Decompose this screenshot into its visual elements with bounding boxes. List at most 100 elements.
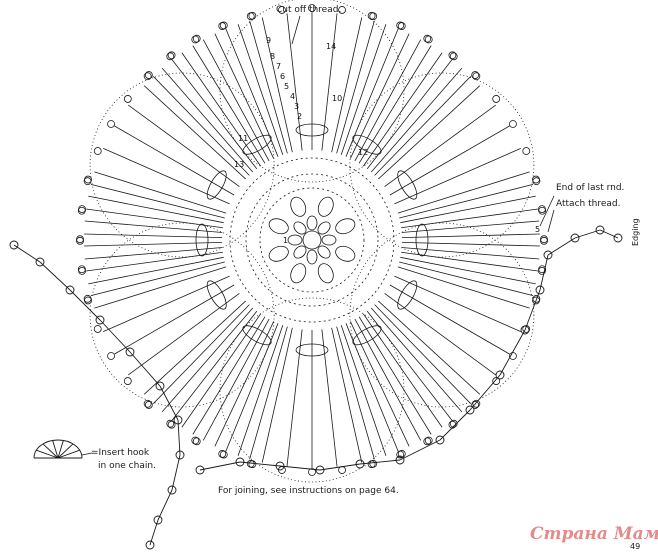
stitch-line	[321, 329, 338, 467]
fan-stitch	[57, 443, 74, 459]
picot	[167, 51, 176, 60]
round-number-8: 8	[270, 52, 276, 61]
stitch-line	[286, 329, 303, 467]
end-round-leader	[539, 195, 555, 227]
edging-chain	[547, 237, 576, 256]
stitch-line	[374, 76, 472, 176]
stitch-line	[161, 307, 254, 413]
inner-petal	[317, 263, 334, 284]
stitch-line	[181, 52, 261, 167]
stitch-line	[84, 233, 223, 239]
edging-chain	[319, 463, 361, 471]
edging-cell	[9, 240, 19, 250]
stitch-line	[336, 20, 375, 154]
stitch-line	[84, 247, 223, 260]
picot	[107, 120, 115, 128]
picot	[78, 205, 86, 213]
stitch-line	[237, 24, 284, 155]
stitch-line	[340, 24, 387, 155]
picot	[218, 450, 227, 458]
insert-hook-label: =Insert hook	[91, 448, 150, 458]
edging-chart	[9, 225, 623, 550]
picot	[449, 419, 458, 428]
picot	[423, 437, 432, 446]
edging-cell	[173, 415, 183, 425]
edging-cell	[535, 285, 545, 295]
label-leader-lines	[81, 15, 555, 456]
stitch-line	[214, 33, 275, 159]
round-number-13: 13	[234, 160, 245, 169]
edging-cell	[153, 515, 163, 525]
picot	[424, 35, 433, 44]
attach-leader	[547, 209, 555, 233]
picot	[144, 71, 153, 79]
inner-petal	[317, 196, 334, 217]
inner-petal	[335, 218, 356, 235]
cut-off-leader	[291, 15, 301, 45]
inner-petal	[268, 218, 289, 235]
stitch-line	[192, 316, 266, 435]
insert-hook-leader	[81, 452, 93, 456]
edging-chain	[599, 229, 619, 239]
edging-cell	[520, 325, 530, 335]
picot	[448, 51, 457, 60]
pineapple-band	[242, 134, 272, 155]
stitch-line	[377, 300, 481, 395]
pineapple-band	[206, 280, 227, 310]
edging-chain	[171, 454, 181, 491]
pineapple-band	[397, 280, 418, 310]
fan-arc	[33, 439, 83, 459]
edging-chain	[199, 461, 241, 471]
stitch-line	[358, 316, 432, 435]
center-petal	[317, 221, 331, 235]
edging-cell	[465, 405, 475, 415]
edging-cell	[95, 315, 105, 325]
stitch-line	[389, 125, 510, 196]
stitch-line	[114, 284, 235, 355]
edging-chain	[399, 439, 441, 461]
picot	[93, 147, 102, 155]
stitch-line	[354, 39, 422, 162]
stitch-line	[389, 284, 510, 355]
picot	[492, 95, 501, 103]
round-ring	[229, 157, 395, 323]
edging-chain	[539, 254, 549, 291]
stitch-line	[143, 85, 247, 180]
picot	[471, 401, 480, 409]
stitch-line	[363, 313, 443, 428]
edging-chain	[439, 409, 471, 441]
picot	[449, 52, 458, 61]
picot	[76, 235, 84, 244]
pineapple-band	[352, 134, 382, 155]
pineapple-band	[295, 123, 329, 137]
pineapple-band	[242, 325, 272, 346]
stitch-line	[249, 20, 288, 154]
picot	[123, 377, 132, 385]
edging-chain	[99, 319, 131, 353]
stitch-line	[384, 292, 496, 376]
edging-cell	[395, 455, 405, 465]
picot	[192, 34, 201, 43]
picot	[540, 235, 548, 244]
edging-cell	[495, 370, 505, 380]
stitch-line	[363, 52, 443, 167]
round-number-4: 4	[290, 92, 296, 101]
edging-chain	[69, 289, 101, 321]
picot	[308, 4, 316, 12]
center-petal	[293, 221, 307, 235]
joining-instructions-label: For joining, see instructions on page 64…	[218, 486, 399, 496]
fan-stitch	[52, 440, 59, 459]
stitch-line	[261, 17, 293, 153]
edging-cell	[35, 257, 45, 267]
center-petal	[287, 234, 303, 246]
stitch-line	[349, 321, 410, 447]
picot	[246, 12, 255, 21]
stitch-line	[84, 241, 223, 247]
picot	[278, 6, 286, 14]
picot	[191, 35, 200, 44]
picot	[472, 399, 481, 408]
fan-stitch	[42, 443, 59, 459]
edging-cell	[595, 225, 605, 235]
picot	[369, 12, 378, 21]
round-number-3: 3	[294, 102, 300, 111]
